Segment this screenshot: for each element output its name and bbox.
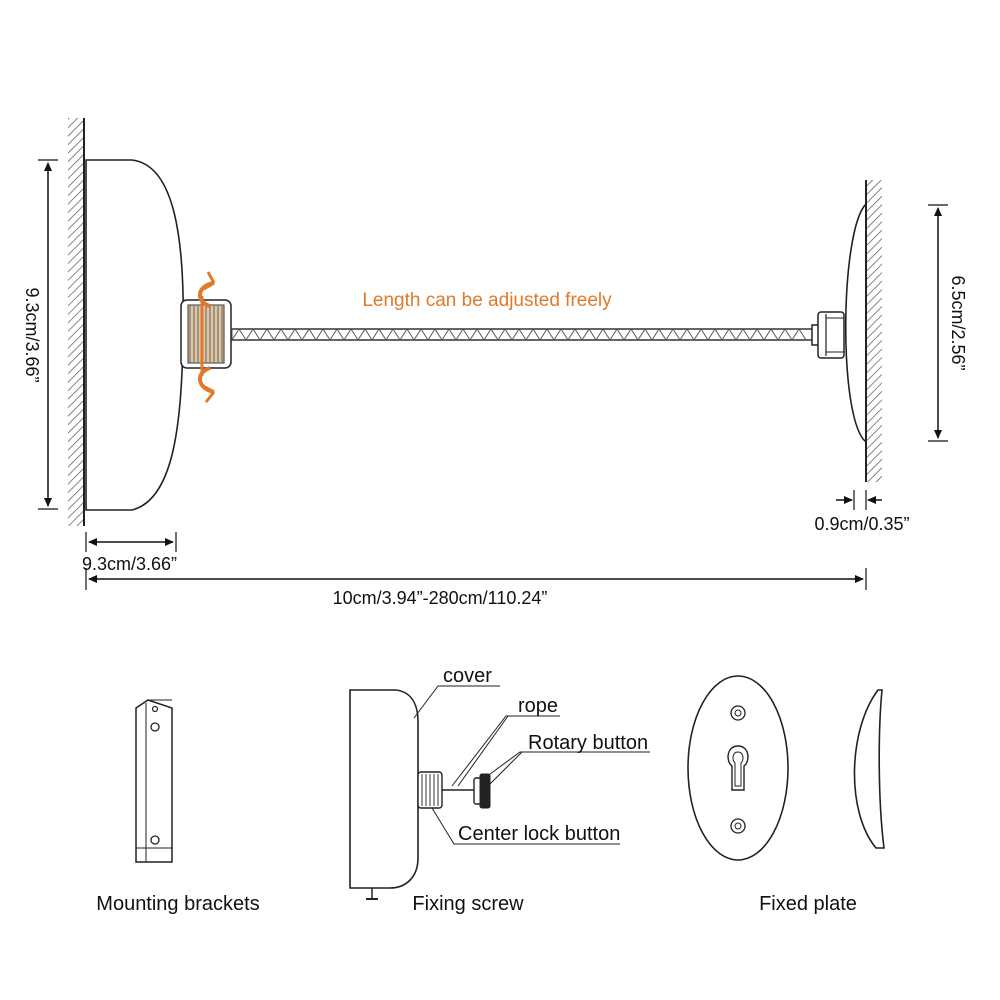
rope	[231, 328, 812, 342]
dim-right-depth-label: 0.9cm/0.35”	[814, 514, 909, 534]
callout-center-lock-button: Center lock button	[458, 823, 620, 845]
dim-total-length-label: 10cm/3.94”-280cm/110.24”	[333, 588, 548, 608]
mounting-bracket-drawing	[135, 699, 173, 863]
caption-fixing-screw: Fixing screw	[412, 893, 524, 915]
dim-left-depth-label: 9.3cm/3.66”	[82, 554, 177, 574]
callout-lines	[413, 685, 650, 845]
adjust-length-label: Length can be adjusted freely	[362, 290, 612, 311]
callout-rope: rope	[518, 695, 558, 717]
main-unit-side-view	[85, 159, 185, 511]
caption-fixed-plate: Fixed plate	[759, 893, 857, 915]
dim-total-length	[85, 568, 867, 590]
callout-rotary-button: Rotary button	[528, 732, 648, 754]
dim-left-depth	[85, 532, 177, 552]
main-unit-small-drawing	[349, 689, 491, 900]
right-wall	[865, 180, 882, 482]
dim-left-height	[38, 159, 58, 510]
right-plate-side-view	[844, 202, 867, 444]
callout-cover: cover	[443, 665, 492, 687]
left-wall	[68, 118, 85, 526]
rotation-arrows	[198, 271, 216, 403]
dim-left-height-label: 9.3cm/3.66”	[22, 287, 42, 382]
caption-mounting-brackets: Mounting brackets	[96, 893, 259, 915]
fixed-plate-front-view	[687, 675, 789, 861]
rope-end-hook	[811, 311, 845, 359]
rotary-knob	[180, 299, 232, 369]
dim-right-height-label: 6.5cm/2.56”	[948, 275, 968, 370]
dim-right-height	[928, 204, 948, 442]
dim-right-depth	[836, 490, 882, 510]
fixed-plate-side-view	[853, 689, 885, 849]
